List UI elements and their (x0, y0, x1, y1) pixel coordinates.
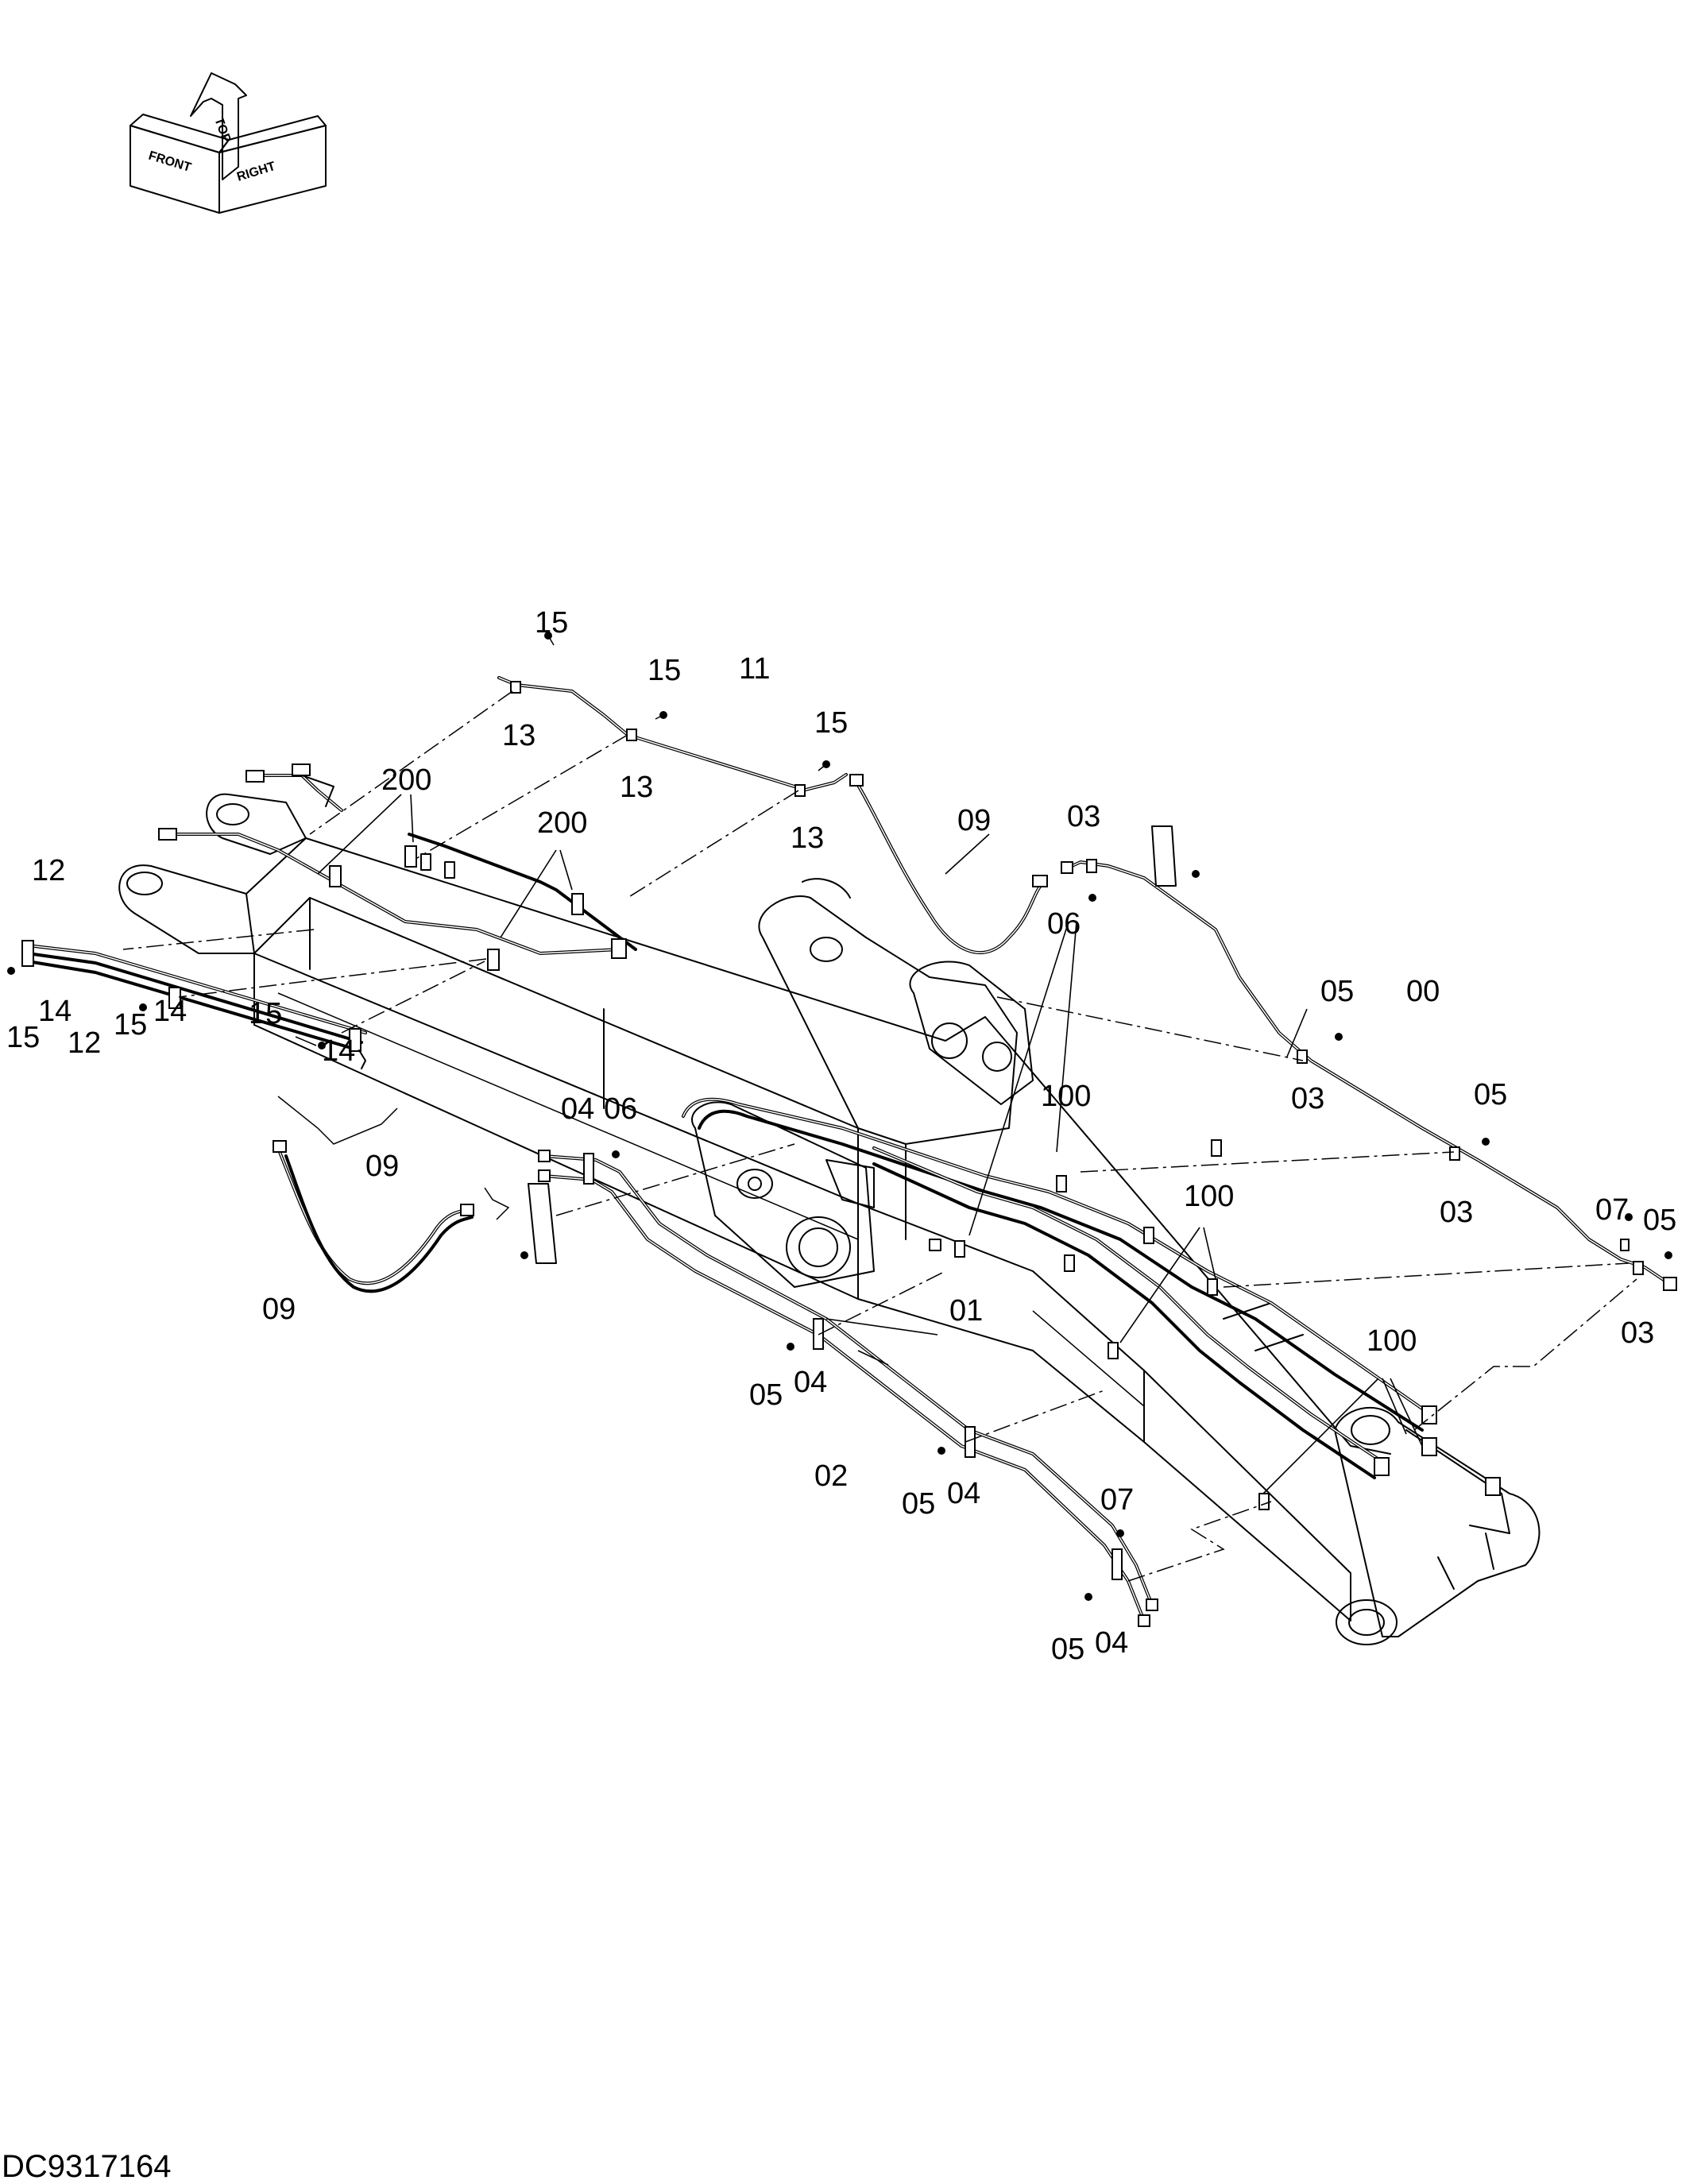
callout-05: 05 (1474, 1078, 1507, 1111)
compass-top-label: TOP (211, 116, 233, 145)
callout-04: 04 (794, 1366, 827, 1399)
callout-09: 09 (262, 1293, 296, 1326)
callout-09: 09 (957, 804, 991, 837)
callout-06: 06 (604, 1092, 637, 1126)
callout-04: 04 (561, 1092, 594, 1126)
pipe-11 (497, 632, 848, 797)
callout-14: 14 (153, 995, 187, 1028)
callout-03: 03 (1291, 1082, 1324, 1115)
callout-15: 15 (114, 1008, 147, 1042)
callout-200: 200 (381, 763, 431, 797)
callout-01: 01 (949, 1294, 983, 1328)
callout-07: 07 (1100, 1483, 1134, 1517)
callout-12: 12 (32, 854, 65, 887)
callout-labels: 15 15 15 11 13 13 13 200 200 12 12 14 14… (6, 606, 1676, 1666)
callout-02: 02 (814, 1459, 848, 1493)
leader-lines (317, 794, 1423, 1494)
callout-14: 14 (322, 1034, 355, 1068)
callout-15: 15 (249, 997, 282, 1030)
callout-13: 13 (791, 821, 824, 855)
boom-structure (118, 793, 1541, 1645)
callout-15: 15 (814, 706, 848, 740)
callout-05: 05 (902, 1487, 935, 1521)
callout-05: 05 (1320, 975, 1354, 1008)
hose-09-lower (273, 1140, 474, 1293)
callout-07: 07 (1595, 1193, 1629, 1227)
callout-09: 09 (365, 1150, 399, 1183)
hose-09-upper (849, 774, 1048, 955)
callout-13: 13 (620, 771, 653, 804)
callout-00: 00 (1406, 975, 1440, 1008)
callout-03: 03 (1621, 1316, 1654, 1350)
callout-03: 03 (1067, 800, 1100, 833)
callout-06: 06 (1047, 907, 1081, 941)
drawing-id: DC9317164 (2, 2149, 172, 2184)
callout-100: 100 (1184, 1180, 1234, 1213)
phantom-lines (122, 690, 1637, 1582)
callout-05: 05 (749, 1378, 783, 1412)
callout-13: 13 (502, 719, 535, 752)
callout-200: 200 (537, 806, 587, 840)
callout-05: 05 (1051, 1633, 1084, 1666)
boom-foot-fittings (158, 763, 637, 971)
callout-04: 04 (1095, 1626, 1128, 1660)
callout-12: 12 (68, 1026, 101, 1060)
callout-15: 15 (535, 606, 568, 640)
boom-top-pipes (682, 1097, 1501, 1510)
callout-03: 03 (1440, 1196, 1473, 1229)
callout-11: 11 (739, 652, 770, 686)
callout-100: 100 (1367, 1324, 1417, 1358)
callout-15: 15 (648, 654, 681, 687)
callout-04: 04 (947, 1477, 980, 1510)
pipe-00 (1061, 825, 1677, 1291)
callout-05: 05 (1643, 1204, 1676, 1237)
callout-15: 15 (6, 1021, 40, 1054)
compass-right-label: RIGHT (235, 160, 277, 184)
pipe-12 (7, 940, 367, 1069)
callout-100: 100 (1041, 1080, 1091, 1113)
callout-14: 14 (38, 995, 72, 1028)
orientation-compass-icon: FRONT RIGHT TOP (130, 72, 327, 214)
compass-front-label: FRONT (147, 149, 193, 175)
